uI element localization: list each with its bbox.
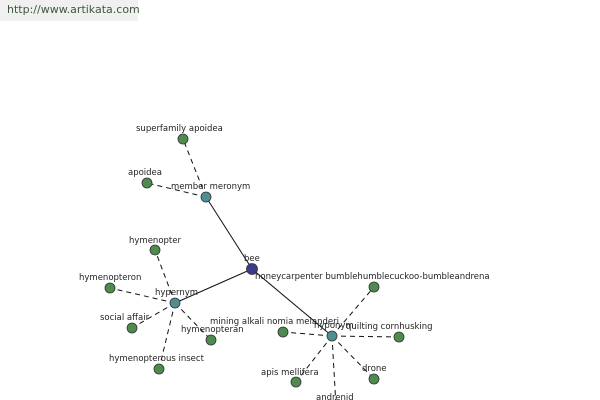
node-hymenopter[interactable] [149, 244, 161, 256]
edge-member-meronym-apoidea [146, 182, 207, 198]
label-superfamily-apoidea[interactable]: superfamily apoidea [136, 124, 223, 134]
edge-member-meronym-superfamily-apoidea [182, 138, 207, 198]
label-hymenopterous-insect[interactable]: hymenopterous insect [109, 354, 205, 364]
graph-edges [109, 138, 400, 400]
edge-hypernym-hymenopter [154, 249, 176, 304]
node-drone[interactable] [368, 373, 380, 385]
label-drone[interactable]: drone [362, 364, 387, 374]
edge-bee-hypernym [174, 268, 253, 304]
node-quilting-cornhusking[interactable] [393, 331, 405, 343]
relation-label-hypernym[interactable]: hypernym [155, 288, 198, 298]
relation-node-hypernym[interactable] [169, 297, 181, 309]
node-hymenopterous-insect[interactable] [153, 363, 165, 375]
node-apoidea[interactable] [141, 177, 153, 189]
label-apis-mellifera[interactable]: apis mellifera [261, 368, 319, 378]
center-label-bee[interactable]: bee [244, 254, 260, 264]
edge-hyponym-mining-alkali-nomia-melanderi [282, 331, 333, 337]
relation-label-hyponym[interactable]: hyponym [314, 321, 354, 331]
node-honeycarpenter-bumblebee[interactable] [368, 281, 380, 293]
edge-hyponym-andrenid [331, 335, 337, 400]
node-hymenopteron[interactable] [104, 282, 116, 294]
node-social-affair[interactable] [126, 322, 138, 334]
site-url-link[interactable]: http://www.artikata.com [0, 0, 140, 21]
relation-label-member-meronym[interactable]: member meronym [171, 182, 250, 192]
edge-hypernym-hymenopterous-insect [158, 302, 176, 370]
graph-labels: superfamily apoidea apoidea hymenopter hyme… [79, 124, 490, 400]
edge-bee-member-meronym [205, 196, 253, 270]
label-mining-alkali-nomia-melanderi[interactable]: mining alkali nomia melanderi [210, 317, 339, 327]
label-hymenopteran[interactable]: hymenopteran [181, 325, 244, 335]
graph-nodes [104, 133, 405, 388]
edge-hyponym-drone [331, 335, 375, 380]
label-hymenopter[interactable]: hymenopter [129, 236, 181, 246]
label-apoidea[interactable]: apoidea [128, 168, 162, 178]
label-social-affair[interactable]: social affair [100, 313, 150, 323]
edge-hyponym-honeycarpenter-bumblebee [331, 286, 375, 337]
label-quilting-cornhusking[interactable]: quilting cornhusking [346, 322, 433, 332]
relation-node-hyponym[interactable] [326, 330, 338, 342]
edge-hyponym-quilting-cornhusking [331, 335, 400, 338]
edge-hyponym-apis-mellifera [295, 335, 333, 383]
center-node-bee[interactable] [246, 263, 258, 275]
label-honeycarpenter-bumblebee[interactable]: honeycarpenter bumblehumblecuckoo-bumble… [255, 272, 490, 282]
edge-hypernym-hymenopteron [109, 287, 176, 304]
relation-node-member-meronym[interactable] [200, 191, 212, 203]
edge-bee-hyponym [251, 268, 333, 337]
label-andrenid[interactable]: andrenid [316, 393, 354, 400]
label-hymenopteron[interactable]: hymenopteron [79, 273, 141, 283]
node-hymenopteran[interactable] [205, 334, 217, 346]
node-mining-alkali-nomia-melanderi[interactable] [277, 326, 289, 338]
node-superfamily-apoidea[interactable] [177, 133, 189, 145]
node-apis-mellifera[interactable] [290, 376, 302, 388]
